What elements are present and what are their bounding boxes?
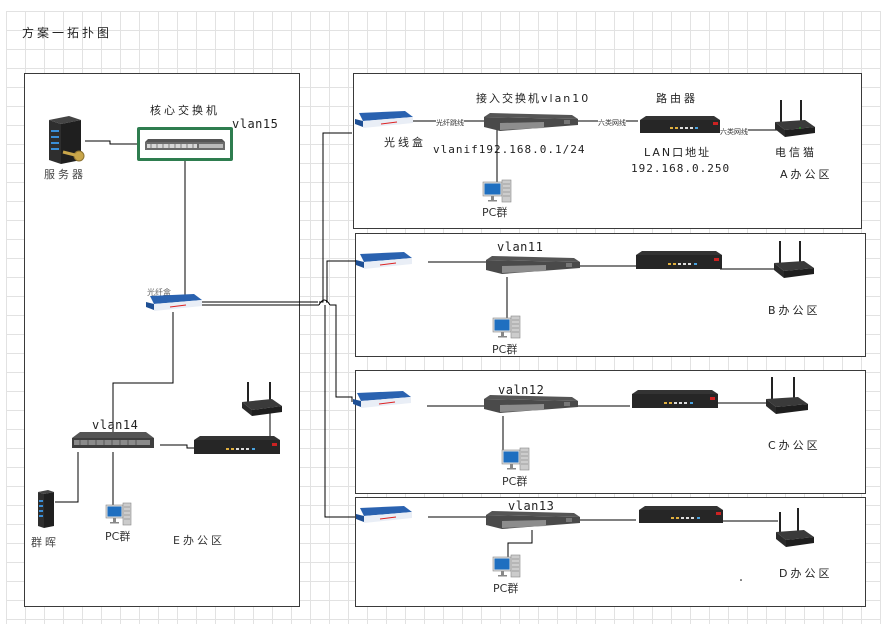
zone-c-fiber-box-icon[interactable] xyxy=(353,391,411,411)
wire-vlan14-routerE xyxy=(160,444,195,449)
zone-d-router-icon[interactable] xyxy=(639,506,723,526)
zone-c-modem-icon[interactable] xyxy=(766,377,810,417)
zone-d-pc-label: PC群 xyxy=(493,582,519,595)
zone-a-pc-icon[interactable] xyxy=(482,179,515,204)
wire-hop xyxy=(318,299,331,306)
zone-b-pc-icon[interactable] xyxy=(492,315,523,340)
stray-dot xyxy=(740,579,742,581)
zone-c[interactable] xyxy=(355,370,866,494)
switch-icon xyxy=(145,139,225,150)
wire-branch-a xyxy=(319,132,352,303)
zone-b-label[interactable]: B办公区 xyxy=(768,304,821,317)
core-switch-label: 核心交换机 xyxy=(150,104,220,117)
wire-d-switch-pc xyxy=(507,530,533,559)
zone-b-router-icon[interactable] xyxy=(636,251,722,271)
zone-a-switch-label: 接入交换机vlan10 xyxy=(476,92,591,105)
diagram-title: 方案一拓扑图 xyxy=(22,26,113,40)
wire-vlan14-nas xyxy=(55,452,79,503)
cat6-label-1: 六类网线 xyxy=(598,117,626,129)
core-switch[interactable] xyxy=(137,127,233,161)
zone-e-vlan-label: vlan14 xyxy=(92,418,139,432)
zone-d-vlan-label: vlan13 xyxy=(508,499,555,513)
zone-c-pc-label: PC群 xyxy=(502,475,528,488)
nas-icon[interactable] xyxy=(34,490,56,530)
zone-a-fiber-box-label: 光线盒 xyxy=(384,136,426,149)
nas-label: 群晖 xyxy=(31,536,59,549)
wire-branch-b xyxy=(326,260,356,303)
zone-a-router-icon[interactable] xyxy=(640,116,720,136)
zone-e-router-icon[interactable] xyxy=(194,436,280,456)
fiber-box-icon[interactable] xyxy=(146,294,202,314)
zone-a-pc-label: PC群 xyxy=(482,206,508,219)
zone-c-label[interactable]: C办公区 xyxy=(768,439,821,452)
zone-b-fiber-box-icon[interactable] xyxy=(356,252,412,272)
zone-b-vlan-label: vlan11 xyxy=(497,240,544,254)
wire-branch-d xyxy=(324,305,355,518)
wire-branch-c xyxy=(330,304,353,402)
lan-port-label: LAN口地址 xyxy=(644,146,712,159)
zone-a-label[interactable]: A办公区 xyxy=(780,168,833,181)
server-icon[interactable] xyxy=(43,116,87,166)
zone-e-switch-icon[interactable] xyxy=(72,432,154,452)
zone-d-fiber-box-icon[interactable] xyxy=(356,506,412,526)
zone-e-pc-icon[interactable] xyxy=(105,502,132,527)
zone-c-router-icon[interactable] xyxy=(632,390,718,410)
modem-label: 电信猫 xyxy=(775,146,817,159)
zone-c-switch-icon[interactable] xyxy=(484,395,578,415)
core-vlan-label: vlan15 xyxy=(232,117,279,131)
zone-a-modem-icon[interactable] xyxy=(775,100,815,138)
zone-e-pc-label: PC群 xyxy=(105,530,131,543)
zone-a-switch-icon[interactable] xyxy=(484,113,578,133)
wire-fiberbox-vlan14 xyxy=(112,312,174,433)
zone-e-modem-icon[interactable] xyxy=(242,382,282,416)
fiber-patch-label: 光纤跳线 xyxy=(436,117,464,129)
zone-b-modem-icon[interactable] xyxy=(774,241,814,279)
zone-b-switch-icon[interactable] xyxy=(486,256,580,276)
zone-c-pc-icon[interactable] xyxy=(501,447,532,472)
zone-a-fiber-box-icon[interactable] xyxy=(355,111,413,131)
zone-a-router-label: 路由器 xyxy=(656,92,698,105)
lan-ip-label: 192.168.0.250 xyxy=(631,162,731,175)
vlanif-label: vlanif192.168.0.1/24 xyxy=(433,143,586,156)
zone-d-label[interactable]: D办公区 xyxy=(779,567,833,580)
server-label: 服务器 xyxy=(44,168,86,181)
zone-e-label[interactable]: E办公区 xyxy=(173,534,225,547)
zone-d-pc-icon[interactable] xyxy=(492,554,523,579)
core-fiberbox-label: 光纤盒 xyxy=(147,288,171,297)
cat6-label-2: 六类网线 xyxy=(720,126,748,138)
zone-b-pc-label: PC群 xyxy=(492,343,518,356)
wire-server-core xyxy=(85,140,138,145)
zone-d-modem-icon[interactable] xyxy=(776,508,816,548)
zone-a[interactable] xyxy=(353,73,862,229)
zone-c-vlan-label: valn12 xyxy=(498,383,545,397)
zone-d-switch-icon[interactable] xyxy=(486,511,580,531)
